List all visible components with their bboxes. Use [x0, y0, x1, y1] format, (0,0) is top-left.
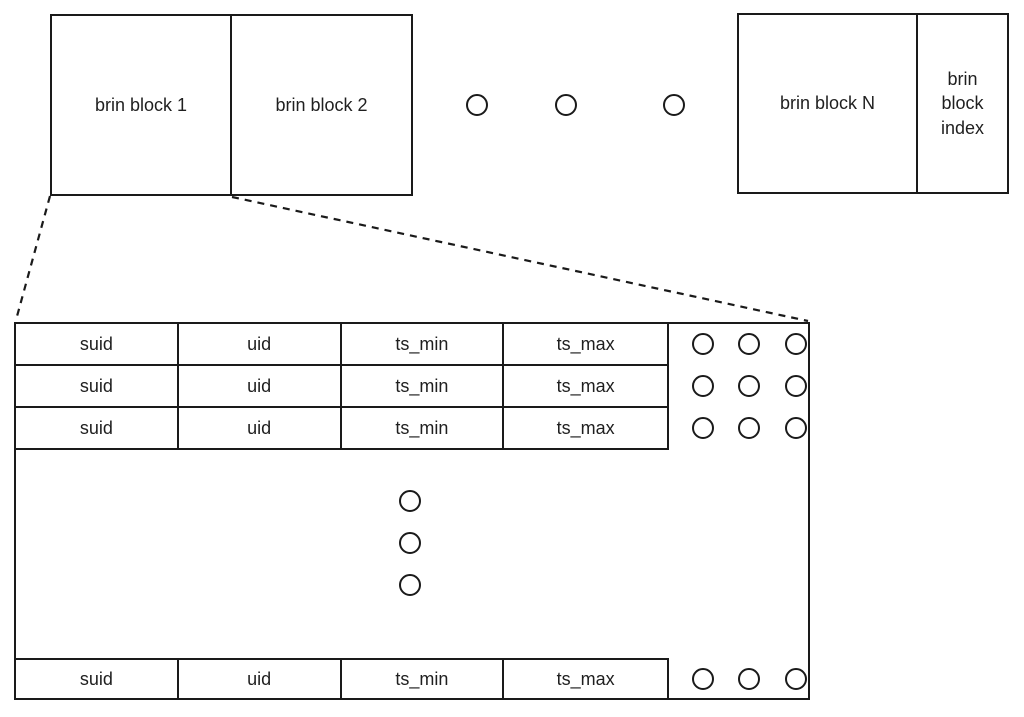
- ellipsis-circle: [555, 94, 577, 116]
- tuple-row: suid uid ts_min ts_max: [14, 364, 669, 408]
- cell-ts-min: ts_min: [342, 366, 505, 406]
- cell-uid: uid: [179, 324, 342, 364]
- cell-ts-max: ts_max: [556, 333, 615, 354]
- cell-suid: suid: [16, 408, 179, 448]
- tuple-row: suid uid ts_min ts_max: [14, 658, 669, 700]
- ellipsis-circle: [738, 668, 760, 690]
- brin-block-1-label: brin block 1: [94, 94, 188, 115]
- cell-suid: suid: [16, 660, 179, 698]
- cell-ts-min: ts_min: [342, 324, 505, 364]
- ellipsis-circle: [466, 94, 488, 116]
- ellipsis-circle: [399, 532, 421, 554]
- cell-uid: uid: [179, 366, 342, 406]
- cell-uid: uid: [179, 408, 342, 448]
- ellipsis-circle: [692, 333, 714, 355]
- ellipsis-circle: [738, 375, 760, 397]
- ellipsis-circle: [785, 417, 807, 439]
- cell-ts-min: ts_min: [342, 408, 505, 448]
- cell-suid: suid: [16, 324, 179, 364]
- ellipsis-circle: [785, 333, 807, 355]
- brin-block-n-label: brin block N: [779, 93, 876, 114]
- cell-ts-max: ts_max: [556, 417, 615, 438]
- ellipsis-circle: [692, 668, 714, 690]
- ellipsis-circle: [692, 417, 714, 439]
- ellipsis-circle: [738, 417, 760, 439]
- brin-block-index-label: brin block index: [940, 69, 985, 138]
- ellipsis-circle: [399, 574, 421, 596]
- brin-block-index: brin block index: [916, 13, 1009, 194]
- cell-ts-max: ts_max: [556, 375, 615, 396]
- ellipsis-circle: [399, 490, 421, 512]
- brin-block-1: brin block 1: [50, 14, 232, 196]
- ellipsis-circle: [663, 94, 685, 116]
- brin-block-2-label: brin block 2: [275, 94, 368, 115]
- tuple-row: suid uid ts_min ts_max: [14, 322, 669, 366]
- cell-ts-max: ts_max: [556, 668, 615, 689]
- cell-uid: uid: [179, 660, 342, 698]
- ellipsis-circle: [692, 375, 714, 397]
- tuple-row: suid uid ts_min ts_max: [14, 406, 669, 450]
- cell-suid: suid: [16, 366, 179, 406]
- cell-ts-min: ts_min: [342, 660, 505, 698]
- ellipsis-circle: [785, 668, 807, 690]
- ellipsis-circle: [785, 375, 807, 397]
- ellipsis-circle: [738, 333, 760, 355]
- brin-block-n: brin block N: [737, 13, 918, 194]
- brin-block-2: brin block 2: [230, 14, 413, 196]
